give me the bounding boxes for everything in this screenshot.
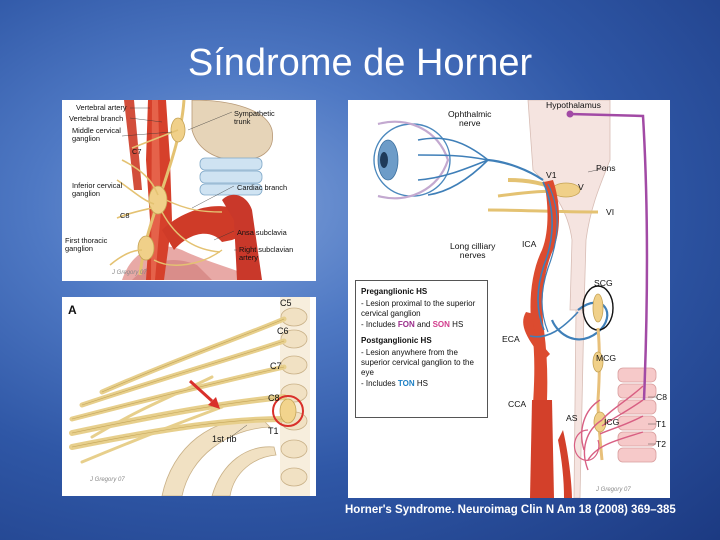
signature-a: J Gregory 07 (112, 270, 147, 276)
slide-title: Síndrome de Horner (187, 42, 533, 84)
label-vertebral-branch: Vertebral branch (69, 114, 124, 123)
label-first-rib: 1st rib (212, 434, 237, 444)
label-as: AS (566, 413, 578, 423)
label-c6-b: C6 (277, 326, 289, 336)
figure-cervical-sympathetic-anatomy: Vertebral artery Vertebral branch Middle… (62, 100, 316, 281)
anatomy-illustration-c (373, 100, 657, 498)
legend-pre-item2: - Includes FON and SON HS (361, 320, 482, 330)
panel-letter-a: A (68, 303, 77, 317)
label-right-subclavian-artery: Right subclavian artery (239, 245, 294, 262)
label-icg: ICG (604, 417, 620, 427)
label-v1: V1 (546, 170, 557, 180)
label-cardiac-branch: Cardiac branch (237, 183, 288, 192)
legend-pre-item1: - Lesion proximal to the superior cervic… (361, 299, 476, 318)
anatomy-illustration-b (69, 297, 310, 496)
label-c8-a: C8 (120, 211, 130, 220)
label-pons: Pons (596, 163, 616, 173)
signature-c: J Gregory 07 (596, 487, 631, 493)
label-vertebral-artery: Vertebral artery (76, 103, 127, 112)
label-middle-cervical-ganglion: Middle cervical ganglion (72, 126, 121, 143)
label-ica: ICA (522, 239, 537, 249)
legend-pre-heading: Preganglionic HS (361, 287, 428, 296)
legend-fon: FON (397, 320, 415, 329)
figure-spinal-roots: A C5 C6 C7 C8 T1 1st rib J Gregory 07 (62, 297, 316, 496)
label-ophthalmic-nerve: Ophthalmic nerve (448, 109, 492, 128)
legend-post-item2-prefix: - Includes (361, 379, 398, 388)
label-scg: SCG (594, 278, 613, 288)
label-c7-a: C7 (132, 147, 142, 156)
signature-b: J Gregory 07 (90, 477, 125, 483)
label-hypothalamus: Hypothalamus (546, 100, 601, 110)
label-c5-b: C5 (280, 298, 292, 308)
legend-post-heading: Postganglionic HS (361, 336, 432, 345)
label-v: V (578, 182, 584, 192)
label-eca: ECA (502, 334, 520, 344)
label-inferior-cervical-ganglion: Inferior cervical ganglion (72, 181, 123, 198)
citation: Horner's Syndrome. Neuroimag Clin N Am 1… (345, 504, 676, 516)
figure-oculosympathetic-pathway: Hypothalamus Ophthalmic nerve Pons V1 V … (348, 100, 670, 498)
legend-post-item1: - Lesion anywhere from the superior cerv… (361, 348, 474, 377)
label-t2-c: T2 (656, 439, 667, 449)
legend-post-item2-suffix: HS (414, 379, 428, 388)
label-vi: VI (606, 207, 615, 217)
legend-post-item2: - Includes TON HS (361, 379, 482, 389)
anatomy-illustration-a (109, 100, 274, 280)
label-mcg: MCG (596, 353, 617, 363)
legend-pre-item2-and: and (414, 320, 433, 329)
label-t1-b: T1 (268, 426, 279, 436)
label-first-thoracic-ganglion: First thoracic ganglion (65, 236, 108, 253)
legend-box: Preganglionic HS - Lesion proximal to th… (355, 280, 488, 418)
legend-pre-item2-suffix: HS (449, 320, 464, 329)
label-t1-c: T1 (656, 419, 667, 429)
label-ansa-subclavia: Ansa subclavia (237, 228, 287, 237)
label-c7-b: C7 (270, 361, 282, 371)
label-c8-b: C8 (268, 393, 280, 403)
legend-pre-item2-prefix: - Includes (361, 320, 398, 329)
label-long-ciliary-nerves: Long cilliary nerves (450, 241, 496, 260)
label-sympathetic-trunk: Sympathetic trunk (234, 109, 275, 126)
label-c8-c: C8 (656, 392, 667, 402)
legend-ton: TON (397, 379, 415, 388)
legend-son: SON (432, 320, 450, 329)
label-cca: CCA (508, 399, 527, 409)
